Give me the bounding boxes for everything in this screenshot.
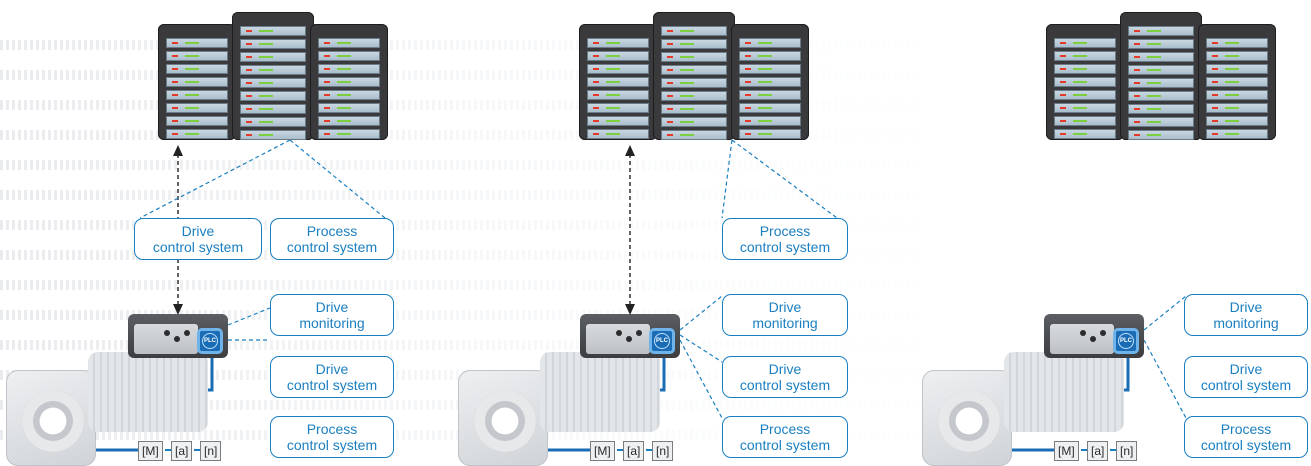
tag-m: [M] (590, 441, 615, 461)
gear-motor-icon: PLC (0, 312, 240, 466)
tag-a: [a] (1087, 441, 1109, 461)
scenario-3: Drive monitoring Drive control system Pr… (916, 0, 1311, 466)
tag-m: [M] (1054, 441, 1079, 461)
label-process-control-system: Process control system (722, 416, 848, 458)
scenario-2: Process control system Drive monitoring … (452, 0, 892, 466)
tag-n: [n] (1116, 441, 1138, 461)
label-process-control-system: Process control system (1184, 416, 1308, 458)
plc-icon: PLC (197, 328, 223, 354)
scenario-1: Drive control system Process control sys… (0, 0, 440, 466)
label-drive-control-system: Drive control system (1184, 356, 1308, 398)
server-rack-icon (1046, 12, 1276, 140)
gear-motor-icon: PLC (916, 312, 1156, 466)
label-process-control-system: Process control system (722, 218, 848, 260)
tag-a: [a] (623, 441, 645, 461)
server-rack-icon (158, 12, 388, 140)
server-rack-icon (579, 12, 809, 140)
label-drive-control-system: Drive control system (722, 356, 848, 398)
plc-icon: PLC (649, 328, 675, 354)
label-drive-monitoring: Drive monitoring (722, 294, 848, 336)
gear-motor-icon: PLC (452, 312, 692, 466)
tag-n: [n] (652, 441, 674, 461)
tag-n: [n] (200, 441, 222, 461)
label-process-control-system: Process control system (270, 416, 394, 458)
tag-m: [M] (138, 441, 163, 461)
label-drive-control-system: Drive control system (134, 218, 262, 260)
label-drive-monitoring: Drive monitoring (1184, 294, 1308, 336)
label-drive-monitoring: Drive monitoring (270, 294, 394, 336)
plc-icon: PLC (1113, 328, 1139, 354)
tag-a: [a] (171, 441, 193, 461)
label-drive-control-system: Drive control system (270, 356, 394, 398)
label-process-control-system: Process control system (270, 218, 394, 260)
